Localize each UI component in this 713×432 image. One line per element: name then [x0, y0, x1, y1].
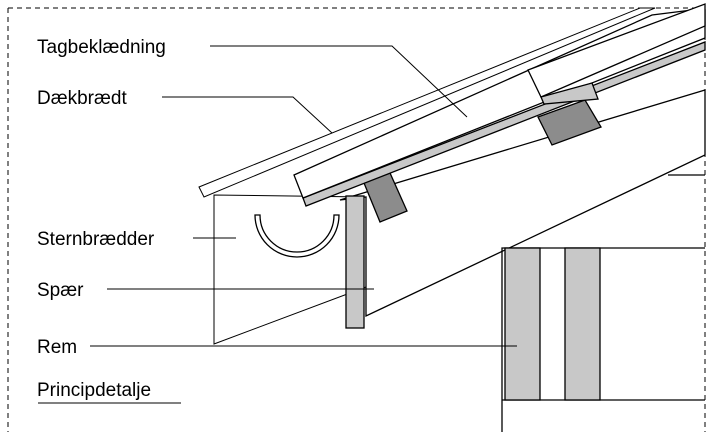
rem-post-right	[564, 247, 601, 401]
dashed-frame	[7, 7, 706, 432]
leader-lines	[38, 45, 517, 404]
batten-upper	[537, 99, 602, 146]
roof-cladding-step	[540, 82, 599, 105]
roof-cladding-upper	[527, 3, 706, 98]
gutter	[254, 214, 340, 258]
label-rem: Rem	[37, 337, 77, 358]
leader-tagbeklaedning	[210, 45, 468, 118]
rem-post-left	[504, 247, 541, 401]
diagram-title: Principdetalje	[37, 380, 151, 401]
leader-daekbraedt	[162, 96, 333, 134]
label-spaer: Spær	[37, 280, 84, 301]
fascia-board	[213, 194, 367, 345]
roof-top-sheet	[198, 7, 656, 198]
label-tagbeklaedning: Tagbeklædning	[37, 37, 166, 58]
fascia-board-vertical	[345, 195, 365, 329]
label-daekbraedt: Dækbrædt	[37, 88, 127, 109]
label-sternbraedder: Sternbrædder	[37, 229, 155, 250]
